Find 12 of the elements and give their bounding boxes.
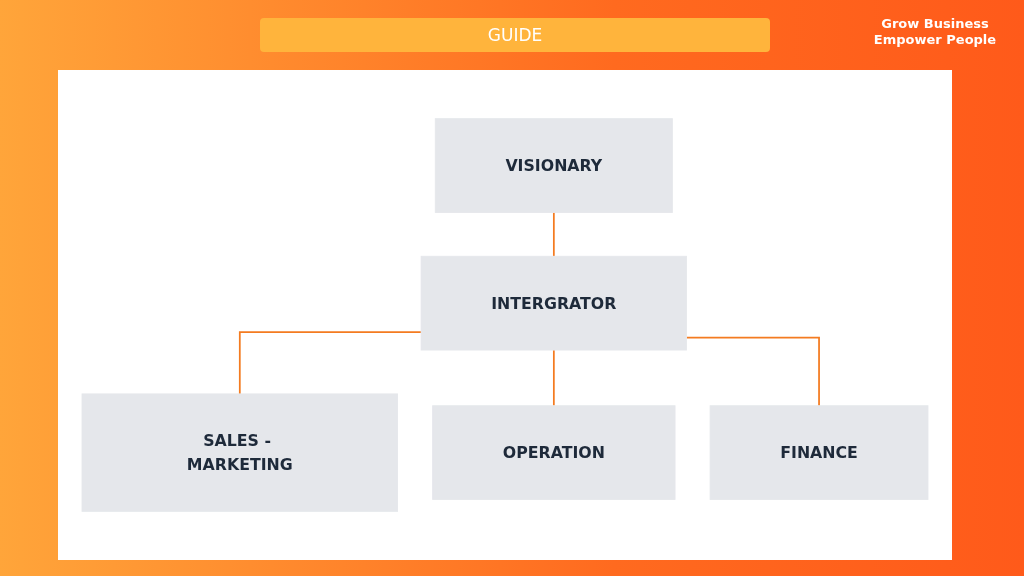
card-background: VISIONARY INTERGRATOR SALES - MARKETING OPERATION FINANCE <box>58 70 952 560</box>
connector <box>238 331 422 395</box>
title-banner: GUIDE <box>260 18 770 52</box>
tagline: Grow Business Empower People <box>872 16 998 48</box>
connector <box>552 211 555 258</box>
node-box <box>81 393 398 512</box>
connector <box>685 336 820 407</box>
node-box <box>709 405 929 500</box>
node-box <box>420 255 687 351</box>
connector <box>552 349 555 407</box>
node-box <box>434 118 673 213</box>
node-box <box>432 405 676 500</box>
